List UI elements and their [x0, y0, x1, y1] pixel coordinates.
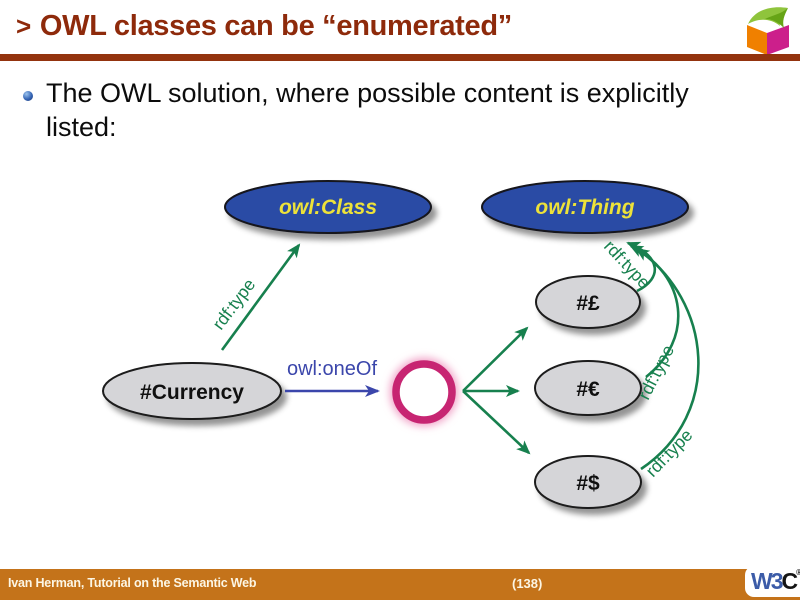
edge-rdftype-currency-class-label: rdf:type	[208, 275, 259, 334]
title-divider	[0, 54, 800, 61]
edge-set-pound	[462, 326, 529, 392]
title-text: OWL classes can be “enumerated”	[39, 10, 512, 42]
semantic-web-cube-icon	[747, 7, 789, 55]
title-marker: >	[16, 11, 31, 41]
node-owl-thing-label: owl:Thing	[535, 196, 634, 219]
edge-rdftype-currency-class	[220, 243, 301, 351]
node-pound: #£	[535, 275, 641, 329]
node-owl-class: owl:Class	[224, 180, 432, 234]
node-euro-label: #€	[576, 378, 600, 401]
edge-set-dollar	[462, 390, 531, 455]
w3c-logo: W3C®	[745, 566, 800, 597]
node-euro: #€	[534, 360, 642, 416]
w3c-logo-c: C	[781, 568, 799, 594]
node-dollar: #$	[534, 455, 642, 509]
page-number: (138)	[512, 576, 543, 591]
node-owl-thing: owl:Thing	[481, 180, 689, 234]
w3c-logo-w3: W3	[751, 568, 783, 594]
node-pound-label: #£	[576, 292, 600, 315]
bullet-text: The OWL solution, where possible content…	[46, 78, 689, 142]
node-owl-class-label: owl:Class	[279, 196, 377, 219]
footer-credit: Ivan Herman, Tutorial on the Semantic We…	[8, 576, 257, 590]
node-currency: #Currency	[102, 362, 282, 420]
node-dollar-label: #$	[576, 472, 600, 495]
node-currency-label: #Currency	[140, 381, 244, 404]
edge-rdftype-dollar-thing-label: rdf:type	[641, 425, 696, 481]
edge-rdftype-euro-thing-label: rdf:type	[634, 342, 678, 403]
pink-ring-enumeration-icon	[389, 357, 459, 427]
w3c-logo-reg: ®	[796, 568, 800, 577]
footer-bar: Ivan Herman, Tutorial on the Semantic We…	[0, 569, 800, 600]
page-title: > OWL classes can be “enumerated”	[16, 10, 716, 43]
edge-oneof-label: owl:oneOf	[287, 358, 377, 380]
edge-rdftype-dollar-thing	[635, 247, 700, 471]
bullet-icon	[23, 91, 33, 101]
